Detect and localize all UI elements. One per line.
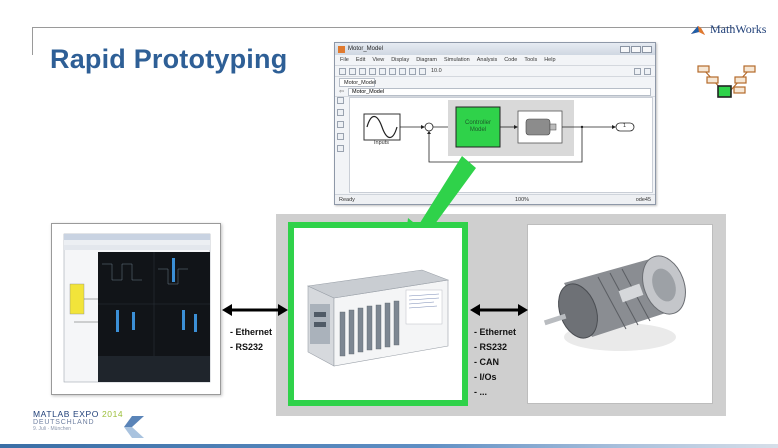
expo-title-line: MATLAB EXPO 2014 — [33, 409, 123, 419]
target-plant-link-arrow-icon — [470, 304, 528, 316]
menu-code[interactable]: Code — [504, 57, 518, 63]
slide-title: Rapid Prototyping — [50, 44, 288, 74]
slide-frame-top-line — [32, 27, 734, 28]
back-arrow-icon[interactable]: ⇦ — [339, 89, 345, 95]
menu-diagram[interactable]: Diagram — [416, 57, 438, 63]
simulink-toolbar: 10.0 — [335, 65, 655, 77]
menu-help[interactable]: Help — [544, 57, 556, 63]
model-canvas[interactable]: Inputs Controller Model 1 — [349, 97, 653, 193]
expo-name: MATLAB EXPO — [33, 409, 99, 419]
annotation-icon[interactable] — [337, 145, 344, 152]
outport-number: 1 — [623, 123, 627, 129]
interface-item: - Ethernet — [230, 327, 273, 337]
library-browser-icon[interactable] — [389, 67, 396, 75]
simulink-menubar: File Edit View Display Diagram Simulatio… — [335, 55, 655, 65]
menu-simulation[interactable]: Simulation — [444, 57, 470, 63]
expo-detail: 9. Juli · München — [33, 426, 72, 432]
host-target-link-arrow-icon — [222, 304, 288, 316]
tab-motor-model[interactable]: Motor_Model — [339, 78, 376, 87]
interface-item: - Ethernet — [474, 327, 517, 337]
v-model-active-stage — [717, 85, 732, 98]
simulink-statusbar: Ready 100% ode45 — [335, 194, 655, 204]
outport-block — [615, 122, 635, 132]
status-zoom: 100% — [515, 196, 530, 203]
model-config-icon[interactable] — [399, 67, 406, 75]
sine-wave-icon — [366, 115, 398, 139]
interface-item: - RS232 — [474, 342, 508, 352]
menu-analysis[interactable]: Analysis — [476, 57, 498, 63]
run-icon[interactable] — [409, 67, 416, 75]
simulink-window[interactable]: Motor_Model File Edit View Display Diagr… — [334, 42, 656, 205]
host-pc-panel — [51, 223, 221, 395]
canvas-side-palette — [337, 97, 347, 152]
target-hardware-panel — [288, 222, 468, 406]
simulink-window-title: Motor_Model — [348, 46, 384, 52]
menu-file[interactable]: File — [340, 57, 349, 63]
footer-accent-bar — [0, 444, 778, 448]
host-target-interface-list: - Ethernet - RS232 — [230, 325, 272, 355]
menu-display[interactable]: Display — [391, 57, 410, 63]
mathworks-logo: MathWorks — [690, 22, 766, 37]
interface-item: - ... — [474, 387, 487, 397]
simulink-app-icon — [338, 45, 345, 53]
target-plant-interface-list: - Ethernet - RS232 - CAN - I/Os - ... — [474, 325, 516, 400]
mathworks-wordmark: MathWorks — [710, 22, 767, 36]
interface-item: - RS232 — [230, 342, 264, 352]
new-model-icon[interactable] — [339, 67, 346, 75]
simulink-titlebar[interactable]: Motor_Model — [335, 43, 655, 55]
redo-icon[interactable] — [379, 67, 386, 75]
target-computer-image — [306, 269, 450, 367]
motor-plant-panel — [527, 224, 713, 404]
menu-edit[interactable]: Edit — [355, 57, 366, 63]
v-model-stage — [697, 65, 756, 94]
model-breadcrumb[interactable]: Motor_Model — [348, 87, 651, 96]
interface-item: - I/Os — [474, 372, 497, 382]
undo-icon[interactable] — [369, 67, 376, 75]
expo-year: 2014 — [101, 409, 124, 419]
host-pc-screenshot-image — [63, 233, 211, 383]
save-icon[interactable] — [359, 67, 366, 75]
image-icon[interactable] — [337, 133, 344, 140]
menu-tools[interactable]: Tools — [524, 57, 538, 63]
arrow-icon[interactable] — [337, 121, 344, 128]
stop-icon[interactable] — [419, 67, 426, 75]
expo-chevron-icon — [124, 416, 144, 438]
membrane-logo-icon — [691, 25, 705, 35]
scope-icon[interactable] — [644, 67, 651, 75]
build-icon[interactable] — [634, 67, 641, 75]
status-solver: ode45 — [635, 196, 651, 203]
maximize-button[interactable] — [631, 45, 641, 53]
inputs-block-label: Inputs — [374, 140, 389, 146]
minimize-button[interactable] — [620, 45, 630, 53]
status-ready: Ready — [339, 196, 355, 203]
controller-block-label: Controller Model — [464, 120, 491, 133]
model-address-bar: ⇦ Motor_Model — [335, 87, 655, 97]
sum-block — [424, 122, 434, 132]
close-button[interactable] — [642, 45, 652, 53]
motor-photo-image — [543, 255, 686, 351]
interface-item: - CAN — [474, 357, 499, 367]
sim-stop-time[interactable]: 10.0 — [431, 68, 442, 74]
expo-country: DEUTSCHLAND — [33, 419, 95, 426]
controller-model-block — [455, 106, 501, 148]
matlab-expo-logo: MATLAB EXPO 2014 DEUTSCHLAND 9. Juli · M… — [33, 409, 123, 432]
open-icon[interactable] — [349, 67, 356, 75]
v-model-diagram — [697, 65, 756, 98]
fit-view-icon[interactable] — [337, 109, 344, 116]
menu-view[interactable]: View — [372, 57, 385, 63]
slide-frame-left-line — [32, 27, 33, 55]
block-diagram — [363, 100, 635, 163]
zoom-icon[interactable] — [337, 97, 344, 104]
